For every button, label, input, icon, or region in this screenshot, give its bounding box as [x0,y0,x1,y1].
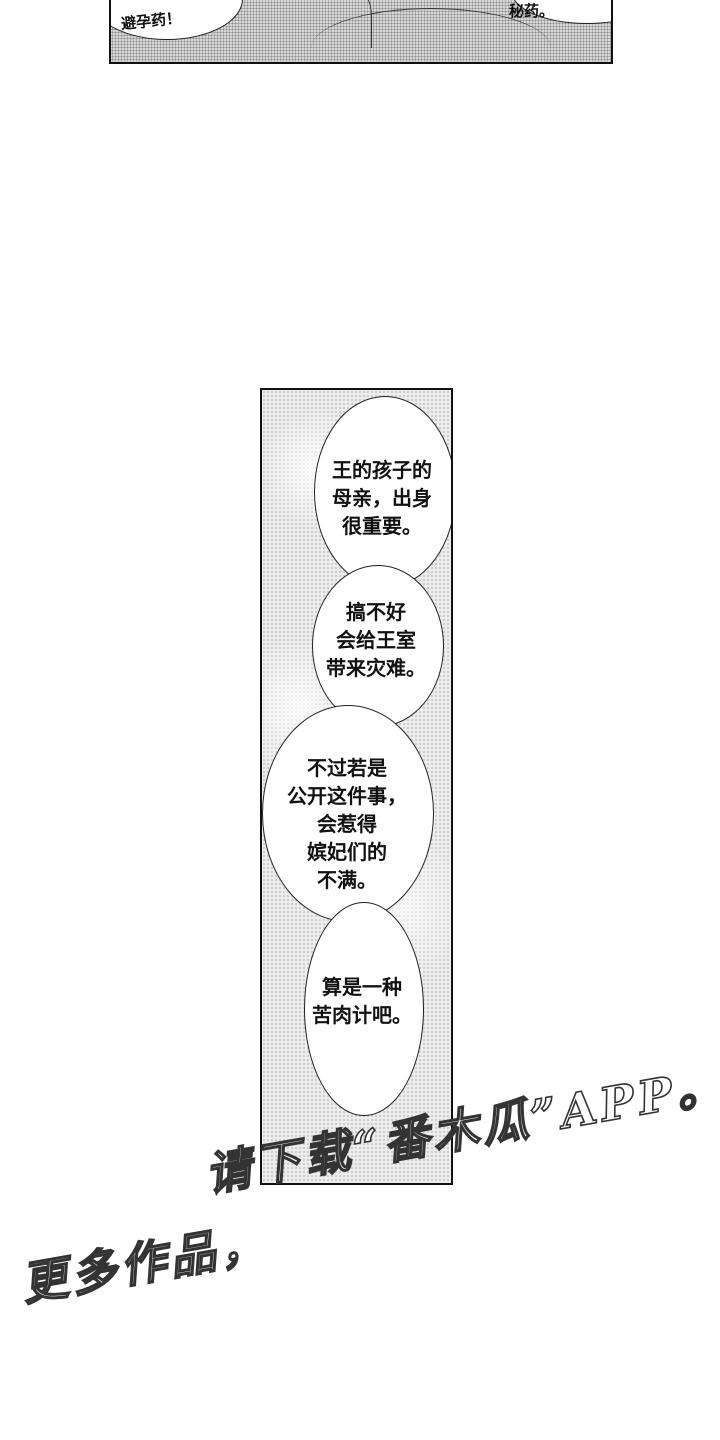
speech-line: 嫔妃们的 [307,840,387,864]
speech-text-3: 不过若是 公开这件事， 会惹得 嫔妃们的 不满。 [267,754,427,894]
speech-line: 很重要。 [342,514,422,538]
speech-line: 会给王室 [336,628,416,652]
speech-line: 苦肉计吧。 [312,1003,412,1027]
watermark-line-2: 请下载“番木瓜”APP。 [200,1056,720,1202]
watermark-line-1: 更多作品， [16,1214,273,1312]
speech-bubble-4 [304,902,424,1116]
speech-line: 会惹得 [317,812,377,836]
speech-line: 不满。 [317,868,377,892]
speech-text-1: 王的孩子的 母亲，出身 很重要。 [322,456,442,540]
speech-line: 算是一种 [322,975,402,999]
speech-text-4: 算是一种 苦肉计吧。 [302,973,422,1029]
cloth-fold-line [311,8,551,62]
speech-line: 王的孩子的 [332,458,432,482]
speech-text-2: 搞不好 会给王室 带来灾难。 [316,598,436,682]
tall-comic-panel: 王的孩子的 母亲，出身 很重要。 搞不好 会给王室 带来灾难。 不过若是 公开这… [260,388,453,1185]
speech-bubble-1 [314,396,451,588]
speech-bubble-3 [262,705,434,922]
speech-line: 带来灾难。 [326,656,426,680]
speech-line: 搞不好 [346,600,406,624]
speech-line: 公开这件事， [287,784,407,808]
speech-text-right: 秘药。 [509,2,555,20]
speech-line: 母亲，出身 [332,486,432,510]
top-comic-panel: 避孕药！ 秘药。 [109,0,613,64]
speech-line: 不过若是 [307,756,387,780]
figure-outline [281,0,372,48]
